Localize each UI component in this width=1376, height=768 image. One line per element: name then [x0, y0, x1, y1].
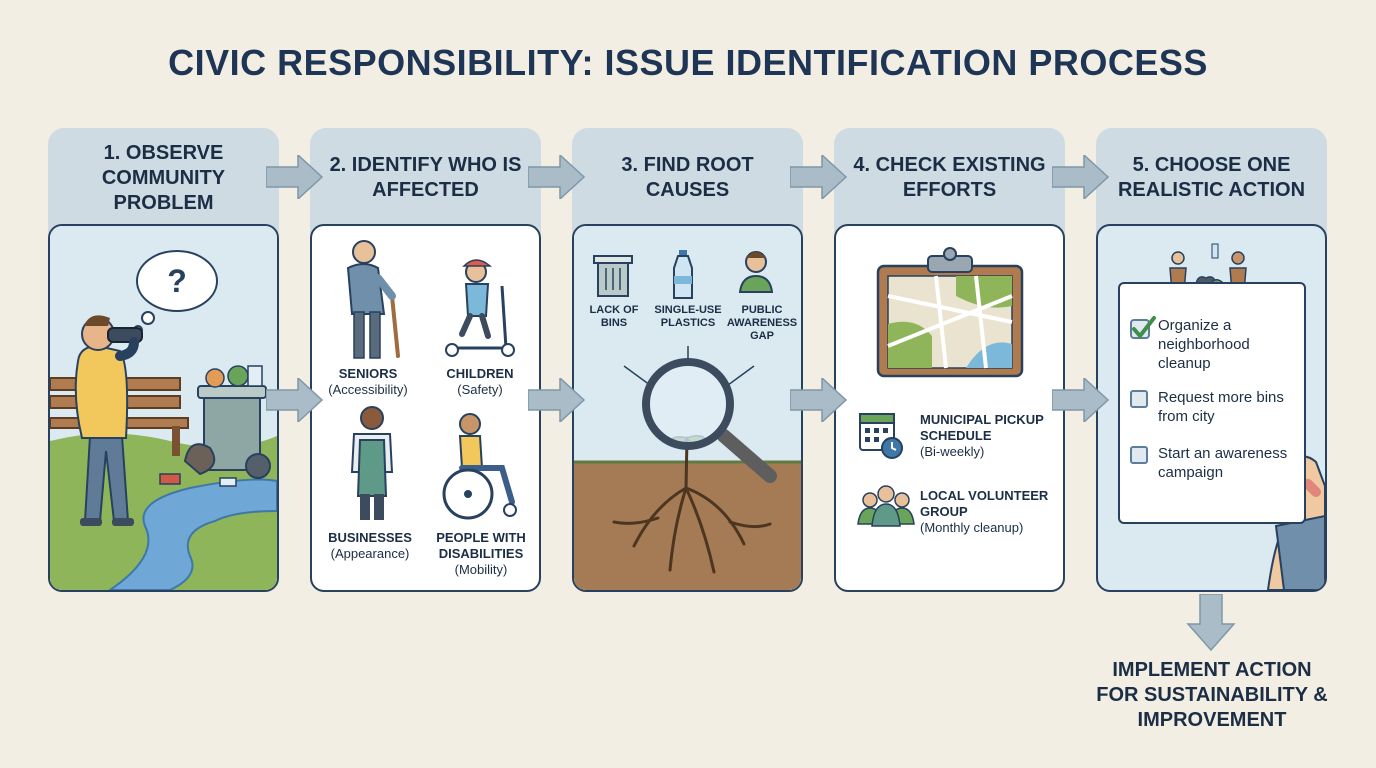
step-tab: [834, 128, 1065, 238]
action-text: Request more bins from city: [1158, 389, 1284, 425]
arrow-right-icon: [1052, 155, 1110, 199]
root-causes-panel: LACK OF BINS SINGLE-USE PLASTICS PUBLIC …: [572, 224, 803, 592]
arrow-right-icon: [266, 378, 324, 422]
step-1-label: 1. OBSERVE COMMUNITY PROBLEM: [101, 141, 226, 214]
observe-scene-illustration: ?: [50, 226, 277, 590]
action-panel: Organize a neighborhood cleanup Request …: [1096, 224, 1327, 592]
step-choose-action: 5. CHOOSE ONE REALISTIC ACTION: [1096, 128, 1327, 592]
action-text: Start an awareness campaign: [1158, 445, 1288, 481]
cause-lack-of-bins: LACK OF BINS: [589, 304, 639, 329]
checkmark-icon: [1130, 316, 1156, 340]
arrow-right-icon: [790, 378, 848, 422]
overflowing-trash-can-icon: [159, 365, 271, 487]
arrow-down-icon: [1186, 594, 1236, 652]
group-name: CHILDREN: [446, 366, 514, 381]
group-detail: (Appearance): [330, 546, 410, 561]
group-detail: (Safety): [457, 382, 503, 397]
wheelchair-user-icon: [442, 413, 517, 520]
arrow-right-icon: [266, 155, 324, 199]
arrow-right-icon: [528, 155, 586, 199]
child-on-scooter-icon: [445, 259, 515, 357]
clipboard-map-icon: [876, 247, 1024, 378]
efforts-panel: MUNICIPAL PICKUP SCHEDULE (Bi-weekly) LO…: [834, 224, 1065, 592]
checkbox-empty[interactable]: [1130, 446, 1148, 464]
effort-volunteer: LOCAL VOLUNTEER GROUP (Monthly cleanup): [920, 488, 1060, 536]
action-text: Organize a neighborhood cleanup: [1158, 317, 1250, 372]
observe-panel: ?: [48, 224, 279, 592]
plastic-bottle-icon: [673, 250, 693, 299]
effort-detail: (Monthly cleanup): [920, 520, 1024, 535]
effort-detail: (Bi-weekly): [920, 444, 985, 459]
step-tab: [572, 128, 803, 238]
step-3-label: 3. FIND ROOT CAUSES: [621, 154, 754, 201]
senior-with-cane-icon: [346, 240, 400, 359]
group-name: SENIORS: [338, 366, 398, 381]
group-children: CHILDREN (Safety): [430, 366, 530, 398]
arrow-right-icon: [528, 378, 586, 422]
group-detail: (Mobility): [454, 562, 508, 577]
magnifying-glass-icon: [642, 358, 777, 483]
business-owner-icon: [350, 406, 394, 520]
step-5-label: 5. CHOOSE ONE REALISTIC ACTION: [1117, 154, 1306, 201]
cause-single-use-plastics: SINGLE-USE PLASTICS: [654, 304, 722, 329]
svg-text:?: ?: [167, 263, 187, 299]
group-disabilities: PEOPLE WITH DISABILITIES (Mobility): [426, 530, 536, 578]
calendar-icon: [859, 413, 903, 459]
step-tab: [310, 128, 541, 238]
arrow-right-icon: [790, 155, 848, 199]
step-root-causes: 3. FIND ROOT CAUSES: [572, 128, 803, 592]
step-identify: 2. IDENTIFY WHO IS AFFECTED: [310, 128, 541, 592]
roots-icon: [612, 436, 772, 574]
public-person-icon: [738, 251, 774, 293]
action-checklist: Organize a neighborhood cleanup Request …: [1118, 282, 1306, 524]
group-name: BUSINESSES: [328, 530, 412, 545]
checkbox-empty[interactable]: [1130, 390, 1148, 408]
group-businesses: BUSINESSES (Appearance): [318, 530, 422, 562]
step-tab: [1096, 128, 1327, 238]
cause-awareness-gap: PUBLIC AWARENESS GAP: [726, 304, 798, 342]
final-outcome: IMPLEMENT ACTION FOR SUSTAINABILITY & IM…: [1096, 659, 1328, 731]
group-detail: (Accessibility): [328, 382, 408, 397]
effort-municipal: MUNICIPAL PICKUP SCHEDULE (Bi-weekly): [920, 412, 1060, 460]
affected-panel: SENIORS (Accessibility) CHILDREN (Safety…: [310, 224, 541, 592]
arrow-right-icon: [1052, 378, 1110, 422]
step-existing-efforts: 4. CHECK EXISTING EFFORTS: [834, 128, 1065, 592]
person-with-binoculars-icon: [74, 315, 143, 526]
group-seniors: SENIORS (Accessibility): [318, 366, 418, 398]
step-4-label: 4. CHECK EXISTING EFFORTS: [853, 154, 1046, 201]
effort-name: LOCAL VOLUNTEER GROUP: [920, 488, 1049, 519]
volunteer-group-icon: [857, 485, 915, 527]
step-observe: 1. OBSERVE COMMUNITY PROBLEM ?: [48, 128, 279, 592]
page-title: CIVIC RESPONSIBILITY: ISSUE IDENTIFICATI…: [168, 42, 1208, 83]
step-2-label: 2. IDENTIFY WHO IS AFFECTED: [329, 154, 522, 201]
trash-bin-icon: [593, 255, 633, 297]
effort-name: MUNICIPAL PICKUP SCHEDULE: [920, 412, 1044, 443]
step-tab: [48, 128, 279, 238]
group-name: PEOPLE WITH DISABILITIES: [436, 530, 526, 561]
